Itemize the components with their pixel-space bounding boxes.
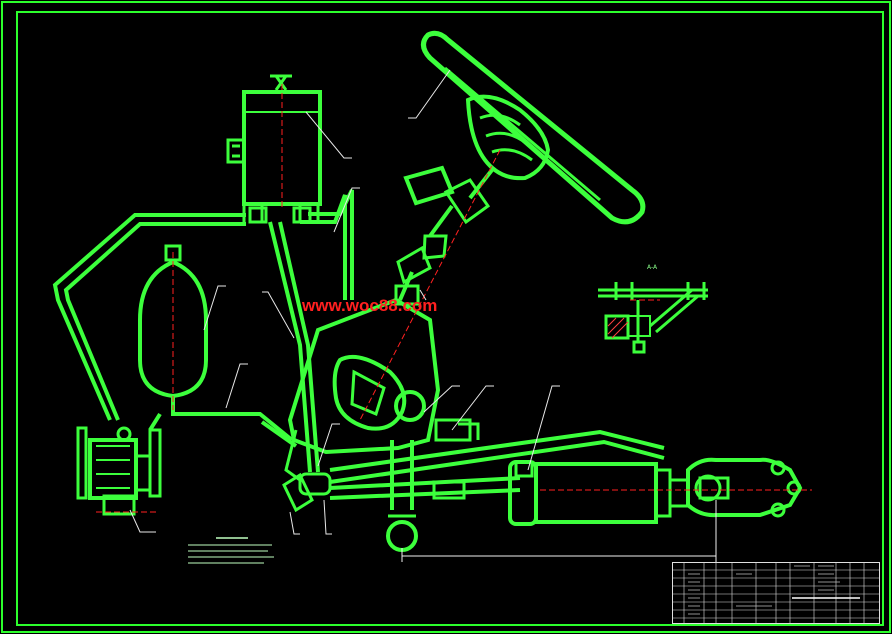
section-aa-detail — [598, 282, 708, 354]
section-label: A-A — [647, 264, 658, 271]
title-block-grid — [672, 562, 880, 624]
watermark-text: www.woc88.com — [302, 296, 438, 315]
power-cylinder-icon — [508, 457, 803, 526]
pitman-arm-icon — [386, 440, 418, 552]
title-block — [672, 562, 880, 624]
steering-wheel-icon — [421, 30, 646, 225]
steering-gear-icon — [282, 297, 480, 513]
hydraulic-lines-icon — [52, 189, 354, 473]
centerlines — [96, 84, 812, 513]
technical-notes-lines — [188, 537, 274, 564]
dimension-line — [401, 500, 717, 562]
inner-frame — [16, 11, 884, 626]
steering-column-icon — [394, 165, 494, 306]
drag-link-icon — [298, 429, 665, 500]
technical-notes — [186, 536, 278, 568]
oil-reservoir-icon — [226, 74, 322, 224]
leader-lines — [129, 69, 560, 535]
section-aa-hatch — [607, 317, 629, 339]
pump-icon — [76, 426, 162, 516]
title-block-scribbles — [688, 565, 860, 615]
